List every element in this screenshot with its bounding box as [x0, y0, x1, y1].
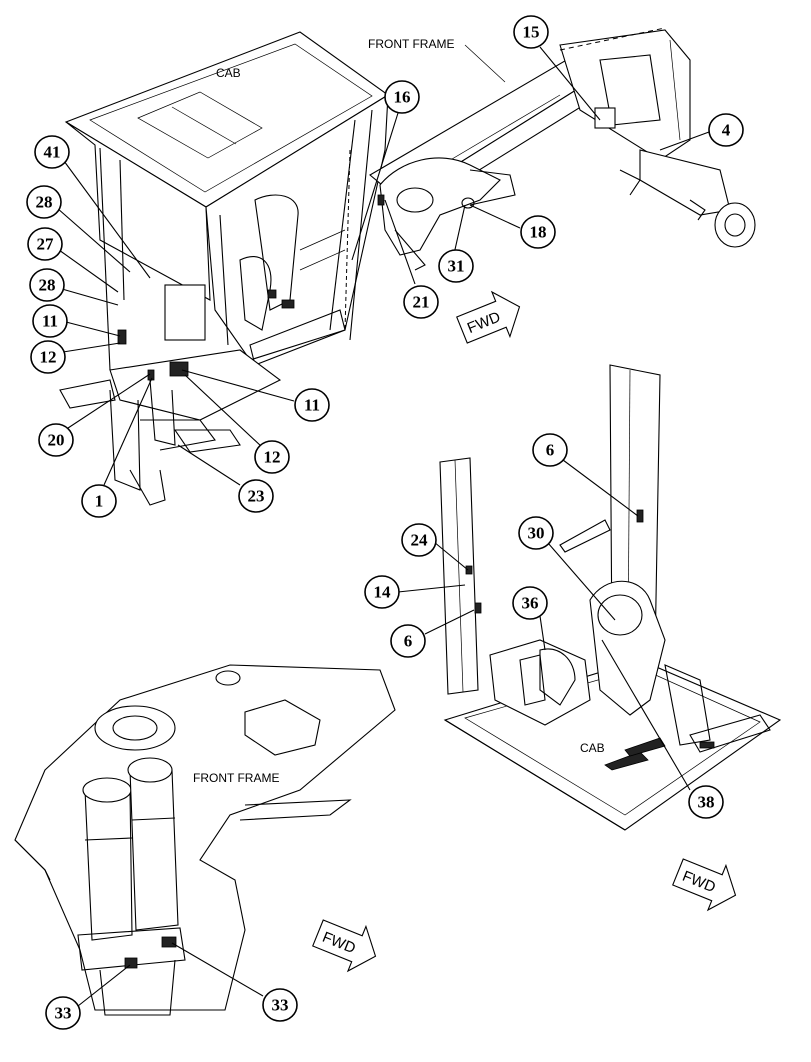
callout-15: 15 — [513, 15, 549, 49]
callout-12-right: 12 — [254, 440, 290, 474]
callout-24: 24 — [401, 523, 437, 557]
callout-14: 14 — [364, 575, 400, 609]
svg-text:6: 6 — [546, 441, 555, 460]
callout-27: 27 — [27, 227, 63, 261]
callout-21: 21 — [403, 285, 439, 319]
leader-lines — [56, 46, 710, 1007]
svg-text:28: 28 — [36, 193, 53, 212]
cab-frame-illustration — [59, 27, 756, 506]
fwd-arrow-bottom: FWD — [312, 919, 377, 973]
callout-41: 41 — [34, 135, 70, 169]
svg-text:30: 30 — [528, 524, 545, 543]
svg-text:41: 41 — [44, 143, 61, 162]
callout-4: 4 — [708, 113, 744, 147]
callout-11-right: 11 — [294, 388, 330, 422]
callout-16: 16 — [384, 80, 420, 114]
svg-text:31: 31 — [448, 257, 465, 276]
callout-20: 20 — [38, 423, 74, 457]
callout-36: 36 — [512, 586, 548, 620]
svg-text:27: 27 — [37, 235, 55, 254]
svg-text:36: 36 — [522, 594, 539, 613]
svg-text:24: 24 — [411, 531, 429, 550]
front-frame-label-top: FRONT FRAME — [368, 37, 454, 51]
svg-text:15: 15 — [523, 23, 540, 42]
svg-text:33: 33 — [272, 996, 289, 1015]
svg-text:6: 6 — [404, 632, 413, 651]
callout-38: 38 — [688, 785, 724, 819]
svg-text:38: 38 — [698, 793, 715, 812]
front-frame-label-bottom: FRONT FRAME — [193, 771, 279, 785]
svg-text:1: 1 — [95, 492, 104, 511]
callout-11-left: 11 — [32, 304, 68, 338]
callout-33-left: 33 — [45, 996, 81, 1030]
cab-floor-illustration — [439, 364, 782, 831]
callout-12-left: 12 — [30, 340, 66, 374]
cab-label-bottom: CAB — [580, 741, 605, 755]
fwd-arrow-top: FWD — [456, 290, 521, 344]
callout-33-right: 33 — [262, 988, 298, 1022]
callout-28-lower: 28 — [29, 268, 65, 302]
svg-text:16: 16 — [394, 88, 411, 107]
svg-text:14: 14 — [374, 583, 392, 602]
callout-23: 23 — [238, 479, 274, 513]
callout-6-upper: 6 — [532, 433, 568, 467]
callout-6-lower: 6 — [390, 624, 426, 658]
svg-text:21: 21 — [413, 293, 430, 312]
svg-text:11: 11 — [42, 312, 58, 331]
callout-28-upper: 28 — [26, 185, 62, 219]
cab-label-top: CAB — [216, 66, 241, 80]
svg-text:33: 33 — [55, 1004, 72, 1023]
svg-text:4: 4 — [722, 121, 731, 140]
callout-31: 31 — [438, 249, 474, 283]
svg-text:11: 11 — [304, 396, 320, 415]
svg-text:23: 23 — [248, 487, 265, 506]
svg-text:28: 28 — [39, 276, 56, 295]
svg-text:12: 12 — [264, 448, 281, 467]
callout-1: 1 — [81, 484, 117, 518]
svg-text:12: 12 — [40, 348, 57, 367]
callout-30: 30 — [518, 516, 554, 550]
svg-text:18: 18 — [530, 223, 547, 242]
callout-18: 18 — [520, 215, 556, 249]
svg-text:20: 20 — [48, 431, 65, 450]
fwd-arrow-right: FWD — [672, 858, 737, 912]
front-frame-cylinders-illustration — [14, 664, 396, 1016]
